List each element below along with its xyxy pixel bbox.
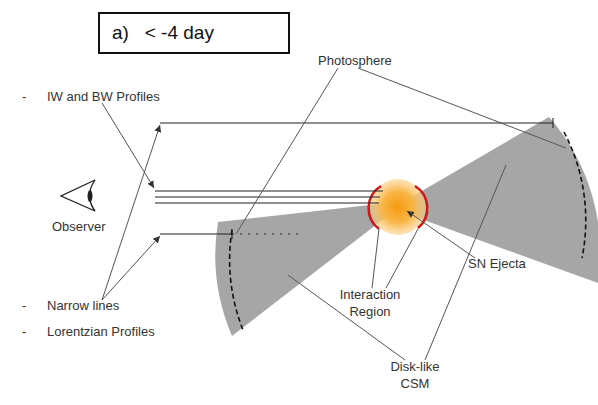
panel-title-box: a) < -4 day xyxy=(98,12,290,54)
eye xyxy=(61,180,95,211)
annotation-label: Lorentzian Profiles xyxy=(47,323,187,340)
annotation-label: - xyxy=(22,88,42,105)
sight-lines xyxy=(155,118,553,239)
interaction-arc xyxy=(369,186,381,229)
pupil xyxy=(88,190,93,202)
annotation-label: Photosphere xyxy=(318,52,408,69)
annotation-label: Narrow lines xyxy=(47,297,167,314)
photosphere-arc xyxy=(230,230,243,330)
annotation-label: SN Ejecta xyxy=(468,255,548,272)
annotation-label: Observer xyxy=(52,218,122,235)
annotation-label: Interaction Region xyxy=(330,286,410,320)
photosphere-arc xyxy=(564,132,586,258)
annotation-label: IW and BW Profiles xyxy=(47,88,187,105)
leader-lines xyxy=(102,68,566,360)
panel-title: a) < -4 day xyxy=(112,14,214,52)
csm-wedge xyxy=(408,117,598,283)
annotation-label: - xyxy=(22,323,42,340)
interaction-arc xyxy=(415,186,427,228)
annotation-label: Disk-like CSM xyxy=(375,358,455,392)
annotation-label: - xyxy=(22,297,42,314)
